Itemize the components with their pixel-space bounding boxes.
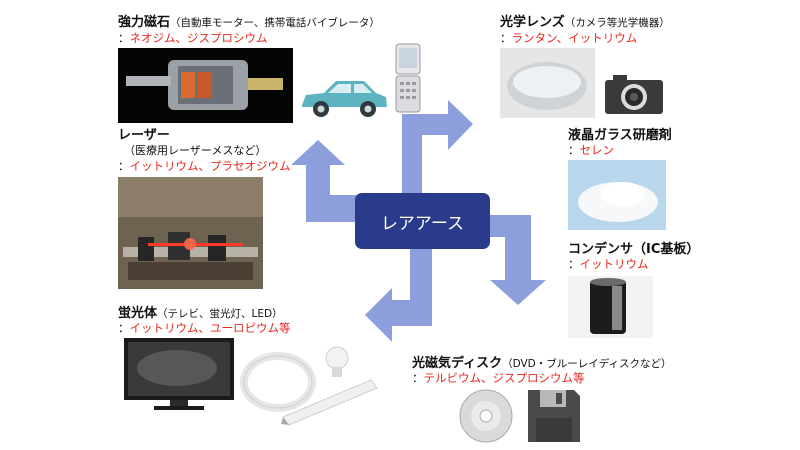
laser-elements: ：イットリウム、プラセオジウム [118, 159, 291, 173]
lens-note: （カメラ等光学機器） [564, 17, 670, 29]
light-bulb-icon [325, 346, 349, 377]
magnet-title: 強力磁石（自動車モーター、携帯電話バイブレータ） [118, 15, 380, 30]
rare-earth-label: レアアース [380, 213, 465, 234]
car-icon [302, 81, 387, 117]
laser-note: （医療用レーザーメスなど） [124, 144, 267, 157]
cellphone-icon [395, 43, 421, 113]
magnet-elements: ：ネオジム、ジスプロシウム [118, 31, 268, 45]
floppy-icon [528, 390, 580, 442]
laser-title: レーザー [118, 128, 170, 143]
phosphor-title: 蛍光体（テレビ、蛍光灯、LED） [118, 306, 283, 321]
lens-title: 光学レンズ（カメラ等光学機器） [500, 15, 670, 30]
disc-note: （DVD・ブルーレイディスクなど） [502, 358, 672, 370]
magnet-note: （自動車モーター、携帯電話バイブレータ） [170, 17, 380, 29]
fluorescent-ring-icon [240, 352, 316, 412]
capacitor-photo [568, 276, 653, 338]
phosphor-elements: ：イットリウム、ユーロピウム等 [118, 321, 291, 335]
motor-photo [118, 48, 293, 123]
camera-icon [605, 75, 663, 114]
disc-elements: ：テルビウム、ジスプロシウム等 [412, 371, 585, 385]
capacitor-elements: ：イットリウム [568, 257, 649, 271]
powder-photo [568, 160, 666, 230]
polish-elements: ：セレン [568, 143, 614, 157]
tv-icon [124, 338, 234, 410]
laser-setup-photo [118, 177, 263, 289]
lens-photo [500, 48, 595, 118]
arrow-to-capacitor [470, 215, 546, 305]
disc-icon [459, 389, 513, 443]
fluorescent-tube-icon [281, 379, 378, 426]
disc-title: 光磁気ディスク（DVD・ブルーレイディスクなど） [412, 356, 672, 371]
rare-earth-box: レアアース [355, 193, 490, 249]
phosphor-note: （テレビ、蛍光灯、LED） [157, 308, 283, 320]
arrow-to-lens [402, 100, 473, 205]
polish-title: 液晶ガラス研磨剤 [568, 128, 672, 143]
lens-elements: ：ランタン、イットリウム [500, 31, 638, 45]
capacitor-title: コンデンサ（IC基板） [568, 242, 700, 257]
arrow-to-phosphor [365, 236, 432, 342]
